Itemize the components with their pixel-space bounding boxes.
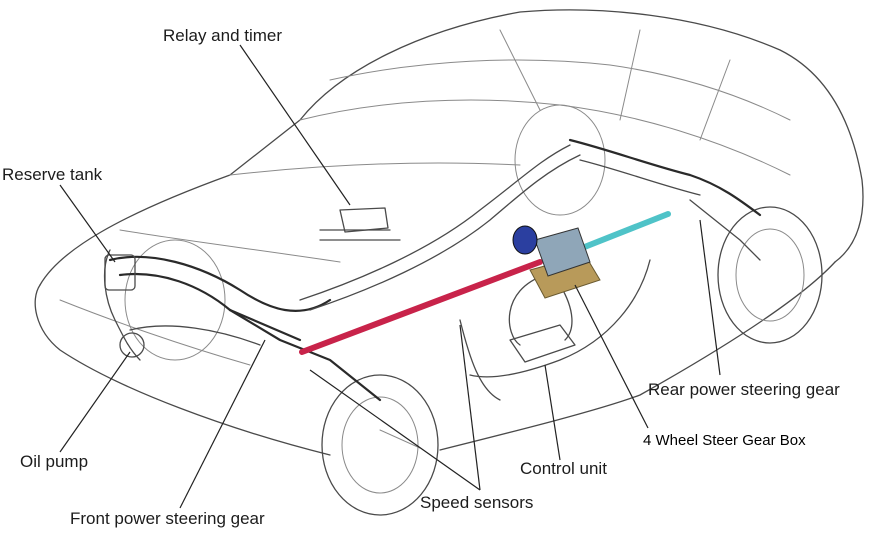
wheels xyxy=(124,104,823,516)
label-rear-power-steering-gear: Rear power steering gear xyxy=(648,380,840,399)
oil-pump-shape xyxy=(119,332,145,358)
label-4-wheel-steer-gear-box: 4 Wheel Steer Gear Box xyxy=(643,432,806,449)
label-speed-sensors: Speed sensors xyxy=(420,493,534,512)
control-unit-shape xyxy=(509,324,576,363)
leader-lines xyxy=(59,44,721,509)
label-control-unit: Control unit xyxy=(520,459,607,478)
relay-timer-shape xyxy=(339,207,389,233)
front-steering-shaft xyxy=(299,259,543,355)
hydraulic-lines xyxy=(103,138,762,402)
car-body-outline xyxy=(34,9,864,456)
reserve-tank-shape xyxy=(104,254,136,291)
label-front-power-steering-gear: Front power steering gear xyxy=(70,509,265,528)
label-reserve-tank: Reserve tank xyxy=(2,165,103,184)
gear-box-assembly xyxy=(512,225,601,299)
label-relay-and-timer: Relay and timer xyxy=(163,26,283,45)
label-oil-pump: Oil pump xyxy=(20,452,89,471)
rear-steering-shaft xyxy=(579,211,671,251)
